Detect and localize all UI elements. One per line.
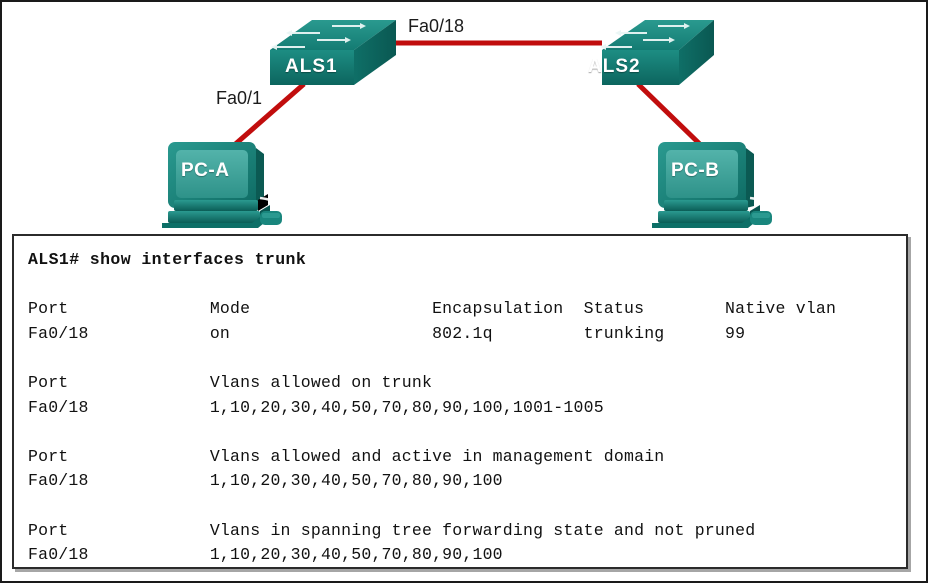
cli-block-2-row: Fa0/18 1,10,20,30,40,50,70,80,90,100,100… [28,397,604,417]
cli-block-1-header: Port Mode Encapsulation Status Native vl… [28,299,837,319]
link-label-fa018: Fa0/18 [408,16,465,36]
cli-block-1-row: Fa0/18 on 802.1q trunking 99 [28,323,746,343]
network-topology-diagram: ALS1 ALS2 PC-A PC-B Fa0/18 Fa0/1 [2,2,926,234]
cli-blank-line-3 [28,420,906,445]
cli-blank-line-4 [28,494,906,519]
device-als1[interactable] [270,20,396,85]
cli-output-panel: ALS1# show interfaces trunk Port Mode En… [12,234,908,569]
cli-block-2-header: Port Vlans allowed on trunk [28,372,433,392]
switch-arrows-icon [271,23,366,50]
device-pc-a[interactable] [162,142,282,228]
cli-blank-line-1 [28,273,906,298]
cli-block-4-row: Fa0/18 1,10,20,30,40,50,70,80,90,100 [28,545,503,565]
topology-canvas [162,20,772,228]
switch-arrows-icon [600,23,690,50]
cli-block-4-header: Port Vlans in spanning tree forwarding s… [28,520,756,540]
device-label-als1: ALS1 [285,56,338,77]
device-label-als2: ALS2 [588,56,641,77]
cli-block-3-header: Port Vlans allowed and active in managem… [28,446,665,466]
device-label-pc-a: PC-A [181,160,230,181]
cli-prompt-line: ALS1# show interfaces trunk [28,250,307,269]
device-als2[interactable] [600,20,714,85]
cli-blank-line-2 [28,346,906,371]
device-pc-b[interactable] [652,142,772,228]
cli-output-inner: ALS1# show interfaces trunk Port Mode En… [14,236,906,568]
device-label-pc-b: PC-B [671,160,720,181]
link-als2-pcb [636,82,710,154]
link-label-fa01: Fa0/1 [216,88,263,108]
cli-block-3-row: Fa0/18 1,10,20,30,40,50,70,80,90,100 [28,471,503,491]
